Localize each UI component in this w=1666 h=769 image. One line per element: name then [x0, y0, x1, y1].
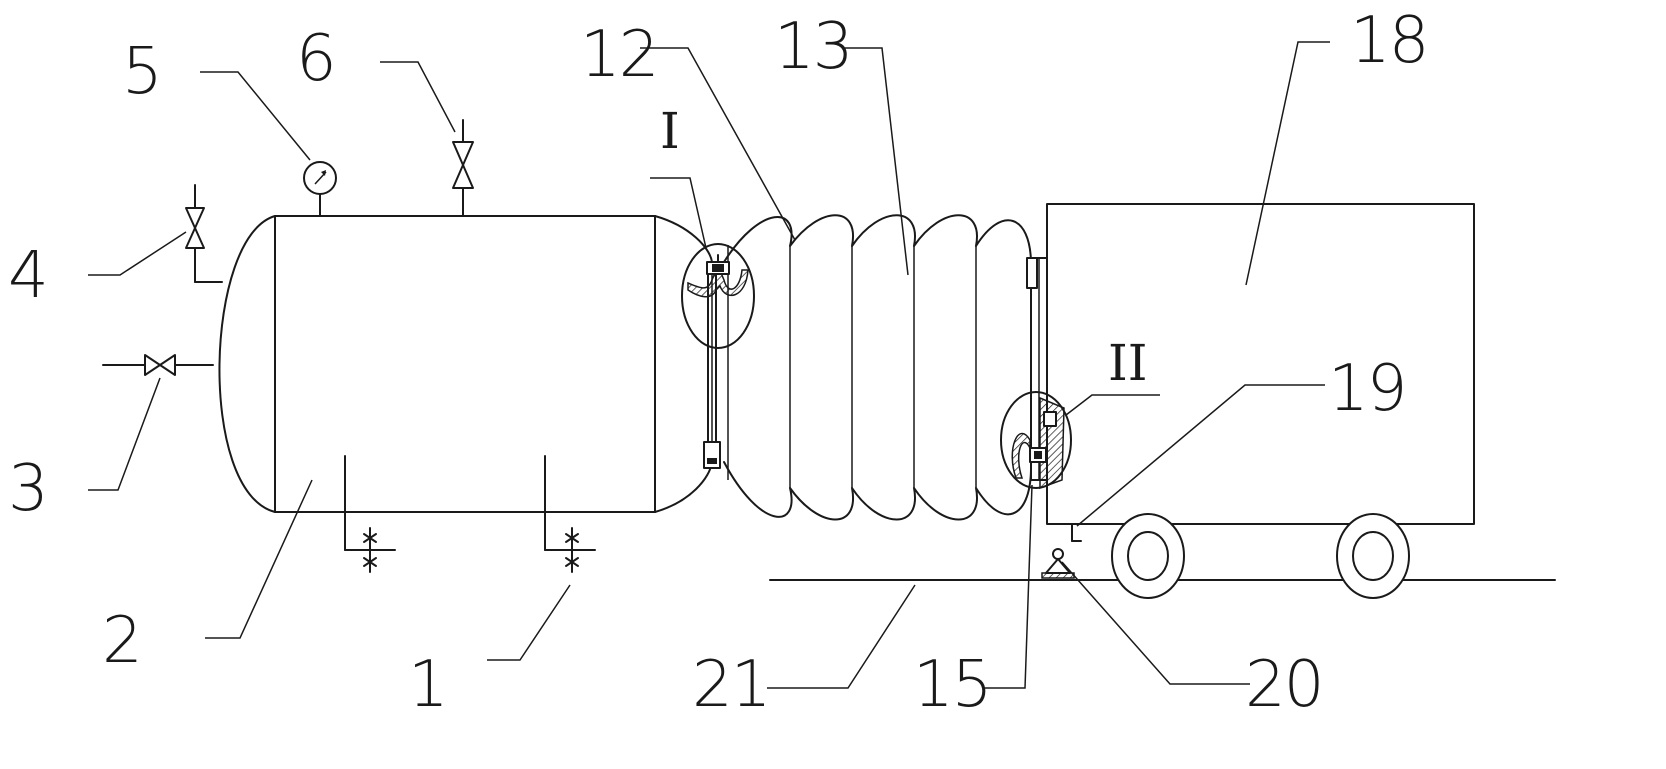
container-cart	[1047, 204, 1474, 598]
bellows	[724, 215, 1031, 519]
cart-wheel-right	[1337, 514, 1409, 598]
label-4: 4	[8, 239, 47, 313]
top-valve	[453, 120, 473, 216]
label-6: 6	[296, 22, 335, 96]
label-detail-i: I	[660, 102, 680, 160]
pressure-gauge	[304, 162, 336, 216]
labels: 5 6 4 3 2 1 I 12 13 18 II 19 20 21 15	[8, 4, 1427, 722]
label-20: 20	[1245, 648, 1322, 722]
cart-wheel-left	[1112, 514, 1184, 598]
label-19: 19	[1328, 352, 1405, 426]
tank-right-head-bottom	[655, 462, 712, 512]
label-15: 15	[913, 648, 990, 722]
tank-left-head	[219, 216, 275, 512]
label-18: 18	[1350, 4, 1427, 78]
detail-circle-i	[682, 244, 754, 348]
label-3: 3	[8, 452, 47, 526]
support-pivot	[1042, 549, 1074, 578]
label-2: 2	[102, 604, 141, 678]
label-21: 21	[692, 648, 769, 722]
inlet-valve	[103, 355, 213, 375]
vent-valve	[186, 185, 222, 282]
label-detail-ii: II	[1108, 334, 1148, 392]
sensor-bracket	[1072, 524, 1081, 541]
drain-valve-left	[345, 456, 395, 572]
tank	[219, 216, 720, 512]
label-12: 12	[580, 18, 657, 92]
drain-valve-right	[545, 456, 595, 572]
label-13: 13	[774, 10, 851, 84]
label-1: 1	[408, 648, 447, 722]
label-5: 5	[122, 35, 161, 109]
